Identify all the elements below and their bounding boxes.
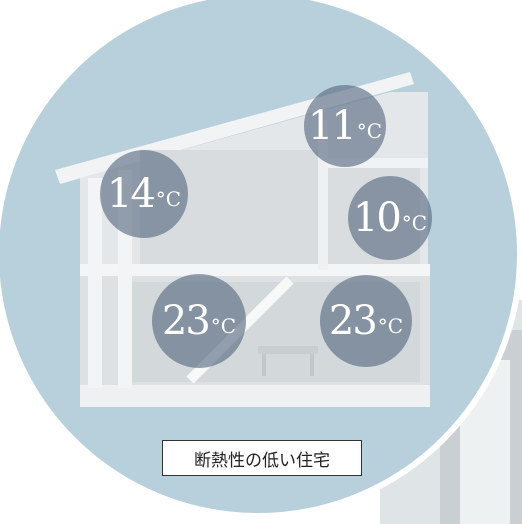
temperature-bubble-first-floor-right: 23°C [320,275,412,367]
temperature-unit: °C [155,187,182,211]
temperature-unit: °C [401,211,428,235]
temperature-bubble-second-floor-left: 14°C [100,150,188,238]
temperature-unit: °C [356,119,383,143]
temperature-bubble-attic-right: 11°C [304,85,386,167]
temperature-bubble-second-floor-right: 10°C [348,176,432,260]
temperature-value: 10 [352,195,402,241]
temperature-unit: °C [210,314,237,338]
temperature-value: 11 [307,103,357,149]
temperature-value: 14 [106,171,156,217]
temperature-value: 23 [328,298,378,344]
house-caption: 断熱性の低い住宅 [162,440,362,476]
temperature-unit: °C [377,314,404,338]
temperature-value: 23 [161,298,211,344]
temperature-bubble-first-floor-left: 23°C [152,274,246,368]
